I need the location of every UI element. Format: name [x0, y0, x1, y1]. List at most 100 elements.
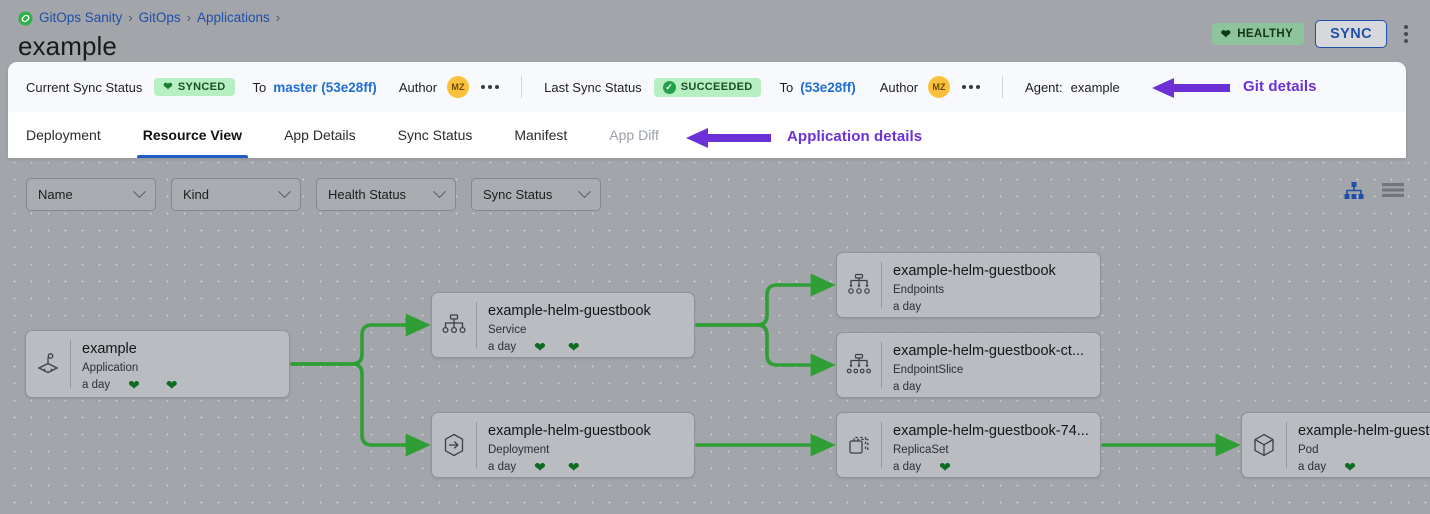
graph-node-application[interactable]: example Application a day ❤ ❤ — [25, 330, 290, 398]
node-name: example-helm-guestbook — [488, 423, 651, 439]
graph-node-replicaset[interactable]: example-helm-guestbook-74... ReplicaSet … — [836, 412, 1101, 478]
breadcrumb: GitOps Sanity › GitOps › Applications › — [18, 9, 280, 27]
health-status-label: HEALTHY — [1237, 28, 1294, 40]
divider — [1286, 422, 1287, 468]
graph-node-endpoints[interactable]: example-helm-guestbook Endpoints a day — [836, 252, 1101, 318]
filter-sync-status-label: Sync Status — [483, 187, 553, 202]
node-health-icons: ❤ ❤ — [516, 460, 579, 474]
breadcrumb-separator: › — [128, 10, 133, 25]
last-author-label: Author — [879, 79, 919, 95]
node-kind: Pod — [1298, 444, 1319, 456]
arrow-left-icon — [1152, 78, 1230, 98]
list-view-icon[interactable] — [1382, 182, 1404, 205]
deployment-icon — [432, 413, 476, 477]
chevron-down-icon — [578, 185, 591, 199]
breadcrumb-item-applications[interactable]: Applications — [196, 10, 270, 25]
node-body: example-helm-guestbook Service a day ❤ ❤ — [477, 293, 694, 357]
node-health-icons: ❤ ❤ — [110, 378, 177, 392]
avatar: MZ — [447, 76, 470, 98]
divider — [881, 342, 882, 388]
heart-icon: ❤ — [534, 339, 546, 355]
node-body: example-helm-guestbook Endpoints a day — [882, 253, 1100, 317]
health-status-badge: ❤ HEALTHY — [1211, 23, 1305, 45]
last-sync-status-label: Last Sync Status — [544, 79, 642, 95]
avatar: MZ — [928, 76, 951, 98]
tab-app-diff[interactable]: App Diff — [609, 127, 659, 143]
current-author-label: Author — [398, 79, 438, 95]
node-meta: a day ❤ — [1298, 460, 1430, 474]
node-age: a day — [488, 341, 517, 353]
chevron-down-icon — [133, 185, 146, 199]
node-age: a day — [893, 301, 922, 313]
filter-name-label: Name — [38, 187, 73, 202]
filter-kind-label: Kind — [183, 187, 210, 202]
breadcrumb-separator: › — [275, 10, 281, 25]
node-meta: a day ❤ — [893, 460, 1092, 474]
graph-node-deployment[interactable]: example-helm-guestbook Deployment a day … — [431, 412, 695, 478]
node-body: example-helm-guestbook-74... ReplicaSet … — [882, 413, 1100, 477]
node-name: example-helm-guestbook-ct... — [893, 343, 1084, 359]
current-revision-link[interactable]: master (53e28ff) — [273, 79, 377, 95]
divider — [881, 422, 882, 468]
service-icon — [432, 293, 476, 357]
divider — [70, 340, 71, 388]
ellipsis-icon[interactable] — [481, 85, 500, 89]
app-info-panel: Current Sync Status ❤ SYNCED To master (… — [8, 62, 1406, 158]
breadcrumb-item-gitops-sanity[interactable]: GitOps Sanity — [39, 10, 123, 25]
gitops-logo-icon — [18, 10, 33, 26]
heart-icon: ❤ — [128, 377, 140, 393]
current-sync-status-badge: ❤ SYNCED — [154, 78, 235, 96]
divider — [881, 262, 882, 308]
node-age: a day — [488, 461, 517, 473]
current-sync-status-label: Current Sync Status — [26, 79, 143, 95]
sync-button[interactable]: SYNC — [1315, 20, 1387, 48]
pod-icon — [1242, 413, 1286, 477]
breadcrumb-item-gitops[interactable]: GitOps — [138, 10, 181, 25]
node-age: a day — [82, 379, 111, 391]
node-body: example-helm-guest Pod a day ❤ — [1287, 413, 1430, 477]
heart-icon: ❤ — [567, 459, 580, 475]
breadcrumb-separator: › — [186, 10, 191, 25]
node-health-icons: ❤ — [921, 460, 951, 474]
divider — [521, 76, 523, 98]
tab-deployment[interactable]: Deployment — [26, 127, 101, 143]
page-title: example — [18, 31, 117, 61]
kebab-menu-icon[interactable] — [1398, 21, 1414, 47]
node-name: example-helm-guest — [1298, 423, 1430, 439]
node-name: example-helm-guestbook-74... — [893, 423, 1089, 439]
top-actions: ❤ HEALTHY SYNC — [1211, 20, 1414, 48]
heart-icon: ❤ — [1220, 27, 1232, 41]
resource-graph[interactable]: Name Kind Health Status Sync Status — [0, 162, 1430, 514]
last-revision-link[interactable]: (53e28ff) — [800, 79, 856, 95]
node-body: example Application a day ❤ ❤ — [71, 331, 289, 397]
agent-label: Agent: — [1025, 79, 1063, 95]
node-age: a day — [893, 381, 922, 393]
sync-status-bar: Current Sync Status ❤ SYNCED To master (… — [8, 62, 1406, 112]
filter-health-status-select[interactable]: Health Status — [316, 178, 456, 211]
annotation-git-details: Git details — [1243, 78, 1317, 95]
graph-node-endpointslice[interactable]: example-helm-guestbook-ct... EndpointSli… — [836, 332, 1101, 398]
divider — [1002, 76, 1004, 98]
graph-node-service[interactable]: example-helm-guestbook Service a day ❤ ❤ — [431, 292, 695, 358]
tab-manifest[interactable]: Manifest — [514, 127, 568, 143]
heart-icon: ❤ — [1344, 459, 1356, 475]
node-body: example-helm-guestbook-ct... EndpointSli… — [882, 333, 1100, 397]
tab-sync-status[interactable]: Sync Status — [397, 127, 473, 143]
tree-view-icon[interactable] — [1344, 182, 1364, 205]
ellipsis-icon[interactable] — [962, 85, 981, 89]
heart-icon: ❤ — [165, 377, 178, 393]
tab-resource-view[interactable]: Resource View — [136, 112, 262, 158]
node-name: example-helm-guestbook — [893, 263, 1056, 279]
endpointslice-icon — [837, 333, 881, 397]
heart-icon: ❤ — [534, 459, 546, 475]
filter-kind-select[interactable]: Kind — [171, 178, 301, 211]
graph-node-pod[interactable]: example-helm-guest Pod a day ❤ — [1241, 412, 1430, 478]
tab-app-details[interactable]: App Details — [284, 127, 356, 143]
filter-health-status-label: Health Status — [328, 187, 407, 202]
view-toggle-group — [1344, 182, 1404, 205]
filter-name-select[interactable]: Name — [26, 178, 156, 211]
node-meta: a day ❤ ❤ — [82, 378, 281, 392]
chevron-down-icon — [433, 185, 446, 199]
filter-sync-status-select[interactable]: Sync Status — [471, 178, 601, 211]
node-kind: ReplicaSet — [893, 444, 949, 456]
